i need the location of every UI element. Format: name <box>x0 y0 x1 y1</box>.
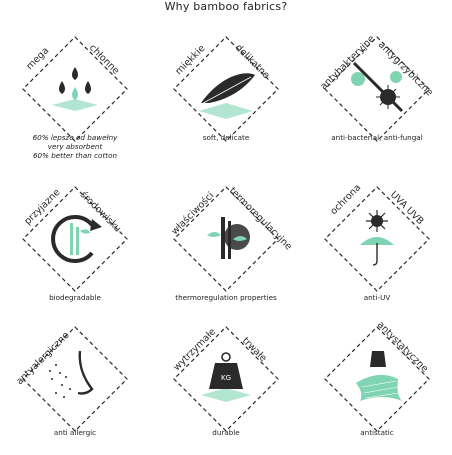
caption-line: thermoregulation properties <box>175 293 277 302</box>
weight-label: KG <box>221 374 231 382</box>
tag-right: UVA UVB <box>388 189 426 227</box>
tag-left: antybakteryjne <box>318 33 377 92</box>
caption-line: anti-UV <box>363 293 391 302</box>
caption-line: biodegradable <box>49 293 101 302</box>
water-drops-icon <box>52 67 98 111</box>
bacteria-icon <box>351 61 404 113</box>
card-anti-uv: ochrona UVA UVB anti-UV <box>302 165 452 315</box>
card-absorbent: mega chłonne 60% lepsze od bawełny very … <box>0 15 150 165</box>
tag-right: chłonne <box>87 42 122 77</box>
tag-left: mega <box>24 45 51 72</box>
tag-right: środowisku <box>78 189 123 234</box>
tag-right: trwałe <box>240 335 269 364</box>
weight-icon: KG <box>201 352 251 402</box>
caption-line: anti-bacterial, anti-fungal <box>331 133 423 142</box>
card-anti-allergic: antyalergiczne anti allergic <box>0 305 150 455</box>
caption-line: 60% better than cotton <box>32 151 118 160</box>
bamboo-cycle-icon <box>51 215 102 263</box>
card-antistatic: antystatyczne antistatic <box>302 305 452 455</box>
tag-left: wytrzymałe <box>171 326 218 373</box>
sun-umbrella-icon <box>360 210 394 266</box>
caption-line: soft, delicate <box>202 133 250 142</box>
tag-left: ochrona <box>328 182 363 217</box>
tag-left: antyalergiczne <box>14 330 71 387</box>
card-soft: miękkie delikatne soft, delicate <box>151 15 301 165</box>
bamboo-thermo-icon <box>207 217 250 259</box>
caption-line: antistatic <box>360 428 394 437</box>
feather-icon <box>195 73 255 119</box>
tag-left: przyjazne <box>22 187 62 227</box>
card-thermoregulation: właściwości termoregulacyjne thermoregul… <box>151 165 301 315</box>
page-title: Why bamboo fabrics? <box>164 0 288 13</box>
caption-line: anti allergic <box>53 428 97 437</box>
caption-line: very absorbent <box>47 142 103 151</box>
tag-right: antygrzybiczne <box>376 39 435 98</box>
nose-icon <box>49 350 94 398</box>
hand-fabric-icon <box>356 351 402 401</box>
caption-line: 60% lepsze od bawełny <box>32 133 118 142</box>
card-biodegradable: przyjazne środowisku biodegradable <box>0 165 150 315</box>
card-antibacterial: antybakteryjne antygrzybiczne anti-bacte… <box>302 15 452 165</box>
tag-left: właściwości <box>169 190 216 237</box>
caption-line: durable <box>212 428 240 437</box>
card-durable: KG wytrzymałe trwałe durable <box>151 305 301 455</box>
